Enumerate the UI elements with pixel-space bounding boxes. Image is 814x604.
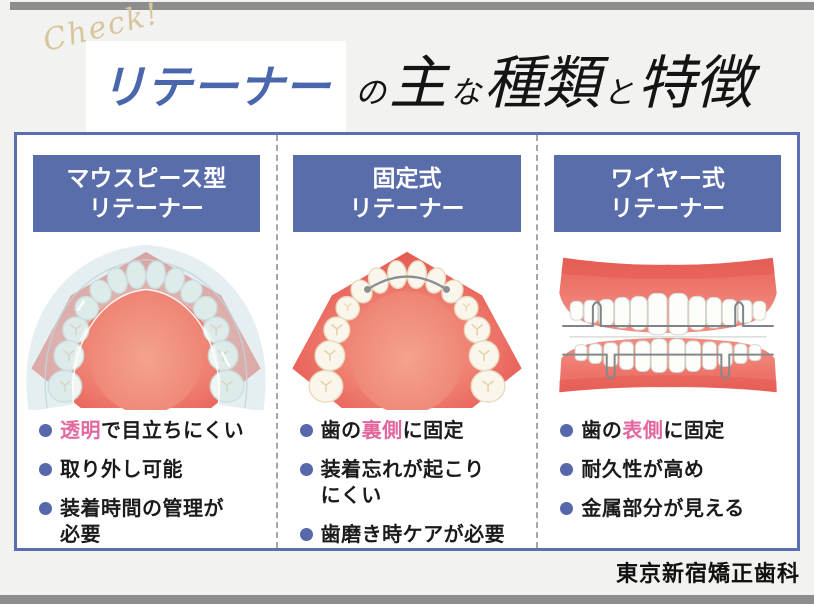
feature-list: 歯の裏側に固定 装着忘れが起こり にくい 歯磨き時ケアが必要 xyxy=(278,418,537,561)
feature-item: 歯の裏側に固定 xyxy=(299,418,527,444)
column-header: ワイヤー式 リテーナー xyxy=(553,155,782,232)
title-particle: と xyxy=(603,75,635,110)
column-mouthpiece-retainer: マウスピース型 リテーナー xyxy=(17,135,278,548)
title-highlight: リテーナー xyxy=(86,41,346,135)
feature-item: 歯磨き時ケアが必要 xyxy=(299,522,527,548)
title-word: 種類 xyxy=(484,51,601,116)
feature-item: 耐久性が高め xyxy=(560,457,787,483)
feature-item: 透明で目立ちにくい xyxy=(39,418,266,444)
title-word: 特徴 xyxy=(637,51,754,116)
bullet-icon xyxy=(39,462,52,476)
feature-list: 透明で目立ちにくい 取り外し可能 装着時間の管理が 必要 xyxy=(17,418,276,561)
mouthpiece-retainer-illustration xyxy=(26,242,266,410)
bullet-icon xyxy=(560,423,574,437)
comparison-panel: マウスピース型 リテーナー xyxy=(14,132,800,551)
bullet-icon xyxy=(299,462,313,476)
title-particle: の xyxy=(355,75,386,110)
bullet-icon xyxy=(560,462,574,476)
bullet-icon xyxy=(299,527,313,541)
bullet-icon xyxy=(39,423,52,437)
column-header: 固定式 リテーナー xyxy=(293,155,521,232)
feature-list: 歯の表側に固定 耐久性が高め 金属部分が見える xyxy=(538,418,797,535)
title-word: 主 xyxy=(389,51,448,116)
wire-retainer-illustration xyxy=(548,242,788,410)
bullet-icon xyxy=(299,423,313,437)
title-particle: な xyxy=(450,75,482,110)
column-fixed-retainer: 固定式 リテーナー xyxy=(278,135,539,548)
feature-item: 歯の表側に固定 xyxy=(560,418,787,444)
page-title: リテーナー の 主 な 種類 と 特徴 xyxy=(86,36,753,135)
bullet-icon xyxy=(560,501,574,515)
top-border-bar xyxy=(10,2,814,10)
fixed-retainer-illustration xyxy=(287,242,527,410)
feature-item: 取り外し可能 xyxy=(39,457,266,483)
column-header: マウスピース型 リテーナー xyxy=(32,155,261,232)
bullet-icon xyxy=(39,501,52,515)
feature-item: 金属部分が見える xyxy=(560,496,787,522)
bottom-border-bar xyxy=(0,595,814,604)
clinic-name: 東京新宿矯正歯科 xyxy=(615,561,800,586)
column-wire-retainer: ワイヤー式 リテーナー xyxy=(538,135,797,548)
feature-item: 装着忘れが起こり にくい xyxy=(299,457,527,509)
feature-item: 装着時間の管理が 必要 xyxy=(39,496,266,548)
